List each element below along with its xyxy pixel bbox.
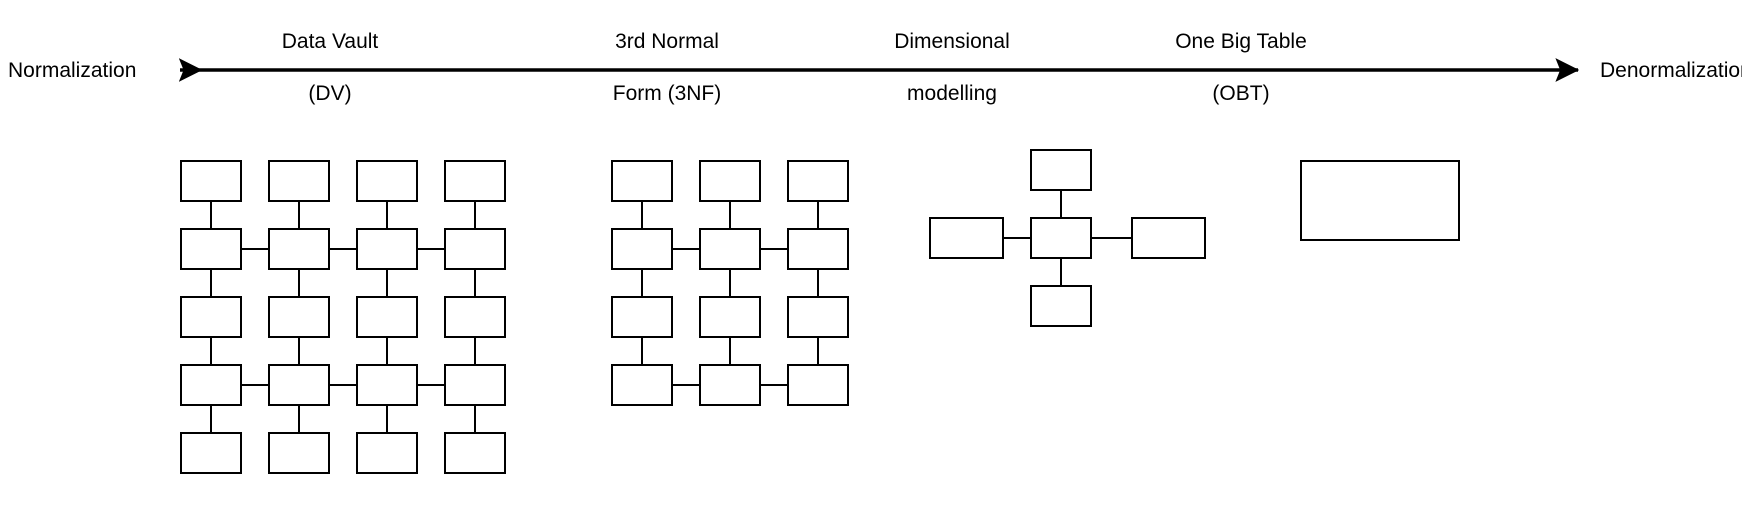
category-heading-data-vault: Data Vault (DV) xyxy=(230,3,430,133)
schema-connector-vertical xyxy=(209,338,213,364)
schema-connector-vertical xyxy=(209,202,213,228)
schema-node-box xyxy=(787,228,849,270)
schema-node-box xyxy=(268,160,330,202)
schema-connector-vertical xyxy=(209,406,213,432)
schema-connector-vertical xyxy=(473,270,477,296)
category-heading-line2: (DV) xyxy=(308,82,352,105)
schema-connector-horizontal xyxy=(1092,236,1131,240)
schema-connector-horizontal xyxy=(418,383,444,387)
schema-node-box xyxy=(180,296,242,338)
schema-node-box-dimension xyxy=(1030,285,1092,327)
schema-node-box xyxy=(611,160,673,202)
schema-node-box xyxy=(787,296,849,338)
schema-connector-vertical xyxy=(473,338,477,364)
schema-node-box xyxy=(699,228,761,270)
schema-connector-vertical xyxy=(297,338,301,364)
schema-node-box xyxy=(180,364,242,406)
schema-node-box xyxy=(611,296,673,338)
schema-connector-vertical xyxy=(385,202,389,228)
category-heading-line2: (OBT) xyxy=(1212,82,1270,105)
schema-node-box-one-big-table xyxy=(1300,160,1460,241)
category-heading-line2: modelling xyxy=(907,82,997,105)
schema-connector-horizontal xyxy=(673,247,699,251)
axis-label-normalization: Normalization xyxy=(8,59,137,82)
schema-node-box-dimension xyxy=(1131,217,1206,259)
schema-connector-horizontal xyxy=(330,383,356,387)
category-heading-line1: Dimensional xyxy=(894,30,1010,53)
schema-connector-vertical xyxy=(728,270,732,296)
schema-node-box xyxy=(611,364,673,406)
schema-connector-vertical xyxy=(640,202,644,228)
schema-node-box xyxy=(699,160,761,202)
schema-node-box xyxy=(444,364,506,406)
schema-node-box xyxy=(180,160,242,202)
schema-connector-vertical xyxy=(816,338,820,364)
schema-connector-vertical xyxy=(728,202,732,228)
schema-connector-vertical xyxy=(473,202,477,228)
schema-node-box xyxy=(356,160,418,202)
schema-connector-vertical xyxy=(385,270,389,296)
schema-connector-vertical xyxy=(297,270,301,296)
category-heading-one-big-table: One Big Table (OBT) xyxy=(1141,3,1341,133)
schema-node-box xyxy=(787,160,849,202)
schema-node-box xyxy=(444,160,506,202)
schema-connector-vertical xyxy=(816,270,820,296)
schema-connector-horizontal xyxy=(330,247,356,251)
schema-connector-vertical xyxy=(640,270,644,296)
category-heading-line2: Form (3NF) xyxy=(612,82,722,105)
category-heading-line1: Data Vault xyxy=(281,30,379,53)
schema-node-box xyxy=(787,364,849,406)
schema-connector-horizontal xyxy=(242,383,268,387)
schema-connector-vertical xyxy=(297,202,301,228)
schema-connector-vertical xyxy=(385,406,389,432)
schema-node-box xyxy=(356,296,418,338)
schema-connector-vertical xyxy=(728,338,732,364)
category-heading-third-normal-form: 3rd Normal Form (3NF) xyxy=(567,3,767,133)
schema-connector-vertical xyxy=(1059,259,1063,285)
schema-node-box-fact xyxy=(1030,217,1092,259)
schema-node-box-dimension xyxy=(929,217,1004,259)
schema-connector-vertical xyxy=(640,338,644,364)
schema-connector-vertical xyxy=(473,406,477,432)
schema-node-box xyxy=(268,432,330,474)
schema-connector-horizontal xyxy=(761,247,787,251)
schema-connector-horizontal xyxy=(673,383,699,387)
schema-node-box xyxy=(356,432,418,474)
schema-connector-vertical xyxy=(297,406,301,432)
schema-connector-horizontal xyxy=(761,383,787,387)
schema-node-box xyxy=(699,364,761,406)
schema-node-box xyxy=(444,228,506,270)
schema-connector-horizontal xyxy=(418,247,444,251)
schema-connector-horizontal xyxy=(1004,236,1030,240)
schema-node-box xyxy=(180,432,242,474)
schema-connector-vertical xyxy=(385,338,389,364)
category-heading-dimensional-modelling: Dimensional modelling xyxy=(852,3,1052,133)
schema-connector-vertical xyxy=(209,270,213,296)
schema-node-box xyxy=(268,228,330,270)
schema-node-box xyxy=(180,228,242,270)
schema-node-box xyxy=(699,296,761,338)
schema-node-box xyxy=(356,228,418,270)
schema-node-box xyxy=(356,364,418,406)
schema-connector-vertical xyxy=(816,202,820,228)
category-heading-line1: One Big Table xyxy=(1175,30,1307,53)
schema-node-box-dimension xyxy=(1030,149,1092,191)
schema-node-box xyxy=(444,432,506,474)
schema-connector-vertical xyxy=(1059,191,1063,217)
category-heading-line1: 3rd Normal xyxy=(615,30,719,53)
schema-node-box xyxy=(268,296,330,338)
schema-node-box xyxy=(268,364,330,406)
schema-node-box xyxy=(611,228,673,270)
schema-node-box xyxy=(444,296,506,338)
schema-connector-horizontal xyxy=(242,247,268,251)
axis-label-denormalization: Denormalization xyxy=(1600,59,1742,82)
